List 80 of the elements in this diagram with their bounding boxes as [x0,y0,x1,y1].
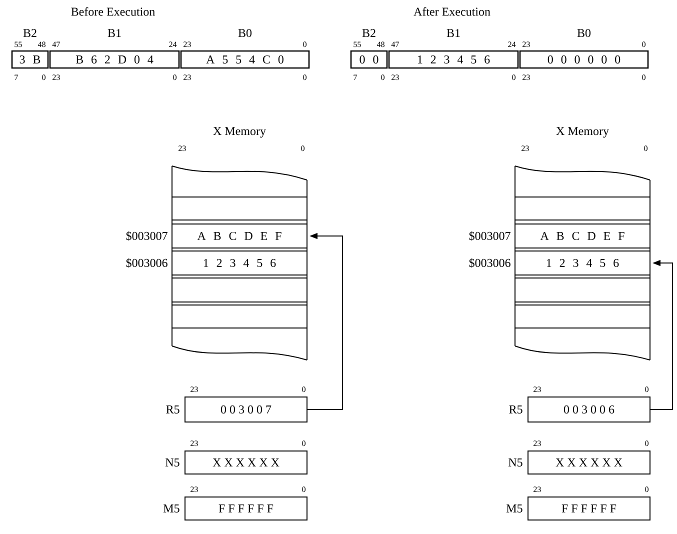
bit-number: 23 [184,42,191,48]
register-name: R5 [166,406,180,414]
register-name: M5 [163,504,180,512]
heading: After Execution [414,7,490,16]
bit-number: 23 [522,146,529,152]
bit-number: 0 [303,42,306,48]
register-name: B1 [108,29,121,38]
bit-number: 0 [173,74,176,80]
register-name: N5 [165,458,180,466]
register-name: B2 [23,29,36,38]
bit-number: 7 [354,74,357,80]
memory-row [514,196,650,220]
bit-number: 23 [522,74,530,80]
bit-number: 23 [534,486,541,492]
memory-row [172,304,308,328]
bit-number: 0 [42,74,46,80]
memory-row [514,277,650,302]
bit-number: 23 [534,440,541,446]
bit-number: 48 [376,42,384,48]
bit-number: 0 [381,74,384,80]
bit-number: 23 [534,386,541,392]
register-box: 0 0 [350,50,388,69]
register-name: R5 [509,406,522,414]
bit-number: 0 [303,74,306,80]
register-name: B0 [577,29,591,38]
bit-number: 0 [645,440,648,446]
bit-number: 47 [391,42,399,47]
memory-row: A B C D E F [172,223,308,248]
bit-number: 23 [184,74,191,80]
bit-number: 0 [302,386,306,392]
register-name: B1 [446,29,460,38]
address-label: $003006 [469,258,510,268]
bit-number: 7 [14,74,18,80]
address-label: $003007 [126,231,168,241]
memory-row [172,196,308,220]
register-box: 1 2 3 4 5 6 [388,50,519,69]
heading: Before Execution [71,7,155,16]
bit-number: 23 [522,42,530,48]
bit-number: 47 [52,42,60,47]
bit-number: 0 [301,146,304,152]
register-box: 3 B [11,50,49,69]
bit-number: 23 [190,386,198,392]
register-name: M5 [506,504,522,512]
register-name: B2 [362,29,376,38]
bit-number: 0 [645,486,648,492]
register-box: F F F F F F [184,496,308,520]
register-box: F F F F F F [528,496,650,520]
address-label: $003006 [126,258,168,268]
register-box: A 5 5 4 C 0 [180,50,310,69]
bit-number: 0 [302,440,306,446]
register-box: B 6 2 D 0 4 [49,50,180,69]
address-label: $003007 [469,231,510,241]
bit-number: 0 [644,146,648,152]
register-box: X X X X X X [528,450,650,474]
bit-number: 23 [52,74,60,80]
register-box: 0 0 3 0 0 6 [528,396,650,422]
bit-number: 0 [302,486,306,492]
bit-number: 55 [354,42,361,48]
memory-row [172,277,308,302]
bit-number: 24 [169,42,177,47]
register-box: 0 0 3 0 0 7 [184,396,308,422]
bit-number: 23 [392,74,399,80]
bit-number: 0 [645,386,648,392]
register-name: N5 [508,458,522,466]
bit-number: 0 [642,74,646,80]
bit-number: 55 [14,42,22,48]
memory-row: 1 2 3 4 5 6 [514,250,650,276]
register-box: 0 0 0 0 0 0 [519,50,649,69]
bit-number: 0 [512,74,516,80]
register-name: B0 [238,29,252,38]
bit-number: 0 [642,42,646,48]
bit-number: 23 [178,146,186,152]
register-box: X X X X X X [184,450,308,474]
memory-row [514,304,650,328]
bit-number: 23 [190,440,198,446]
bit-number: 24 [508,42,516,47]
memory-row: A B C D E F [514,223,650,248]
memory-row: 1 2 3 4 5 6 [172,250,308,276]
bit-number: 48 [38,42,46,48]
bit-number: 23 [190,486,198,492]
